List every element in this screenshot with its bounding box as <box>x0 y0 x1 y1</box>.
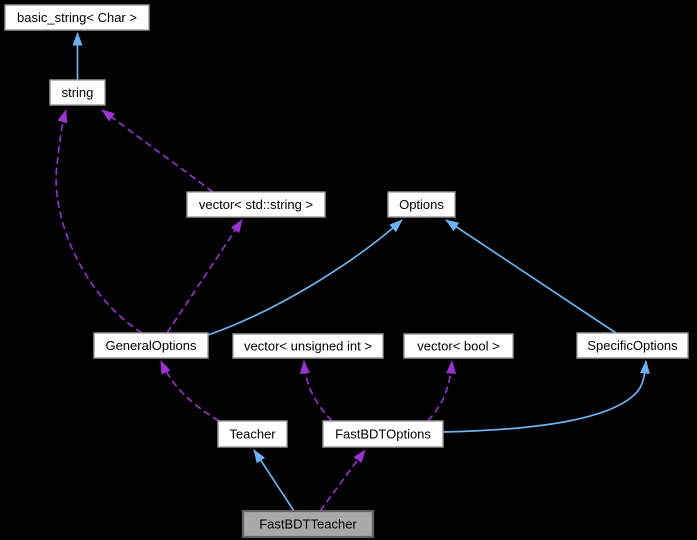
edge-vector-std-string-to-string <box>101 109 214 193</box>
edge-teacher-to-general-options <box>160 360 220 422</box>
node-label-basic-string-char: basic_string< Char > <box>17 10 137 25</box>
node-specific-options[interactable]: SpecificOptions <box>576 332 689 359</box>
edge-fastbdt-options-to-specific-options <box>442 360 650 433</box>
node-vector-bool[interactable]: vector< bool > <box>403 333 514 359</box>
node-fastbdt-teacher: FastBDTTeacher <box>241 509 375 539</box>
edge-fastbdt-teacher-to-fastbdt-options <box>319 449 366 512</box>
edge-fastbdt-options-to-vector-unsigned-int <box>299 360 333 422</box>
node-box-basic-string-char[interactable] <box>4 4 150 31</box>
edge-general-options-to-options <box>207 219 403 336</box>
node-label-vector-unsigned-int: vector< unsigned int > <box>244 339 372 354</box>
node-box-fastbdt-options[interactable] <box>322 420 444 448</box>
node-box-specific-options[interactable] <box>576 332 689 359</box>
node-vector-std-string[interactable]: vector< std::string > <box>186 191 326 218</box>
node-label-string: string <box>62 85 94 100</box>
node-label-vector-bool: vector< bool > <box>417 339 499 354</box>
edge-fastbdt-options-to-vector-bool <box>427 360 457 422</box>
node-box-vector-std-string[interactable] <box>186 191 326 218</box>
edge-fastbdt-teacher-to-teacher <box>253 449 295 512</box>
node-label-vector-std-string: vector< std::string > <box>199 197 313 212</box>
node-general-options[interactable]: GeneralOptions <box>93 332 209 359</box>
node-box-string[interactable] <box>49 79 106 106</box>
node-label-teacher: Teacher <box>229 427 276 442</box>
node-label-fastbdt-teacher: FastBDTTeacher <box>259 517 357 532</box>
node-box-teacher[interactable] <box>217 420 288 448</box>
node-vector-unsigned-int[interactable]: vector< unsigned int > <box>232 333 384 359</box>
node-fastbdt-options[interactable]: FastBDTOptions <box>322 420 444 448</box>
node-label-fastbdt-options: FastBDTOptions <box>335 427 431 442</box>
node-box-fastbdt-teacher <box>241 509 375 539</box>
node-box-general-options[interactable] <box>93 332 209 359</box>
edge-general-options-to-string <box>55 109 143 334</box>
node-string[interactable]: string <box>49 79 106 106</box>
node-basic-string-char[interactable]: basic_string< Char > <box>4 4 150 31</box>
node-box-vector-unsigned-int[interactable] <box>232 333 384 359</box>
node-box-vector-bool[interactable] <box>403 333 514 359</box>
node-label-general-options: GeneralOptions <box>105 338 197 353</box>
node-options[interactable]: Options <box>387 191 456 218</box>
node-label-options: Options <box>399 197 444 212</box>
edge-general-options-to-vector-std-string <box>166 219 243 334</box>
node-teacher[interactable]: Teacher <box>217 420 288 448</box>
edge-specific-options-to-options <box>445 219 617 334</box>
node-label-specific-options: SpecificOptions <box>587 338 678 353</box>
node-box-options[interactable] <box>387 191 456 218</box>
